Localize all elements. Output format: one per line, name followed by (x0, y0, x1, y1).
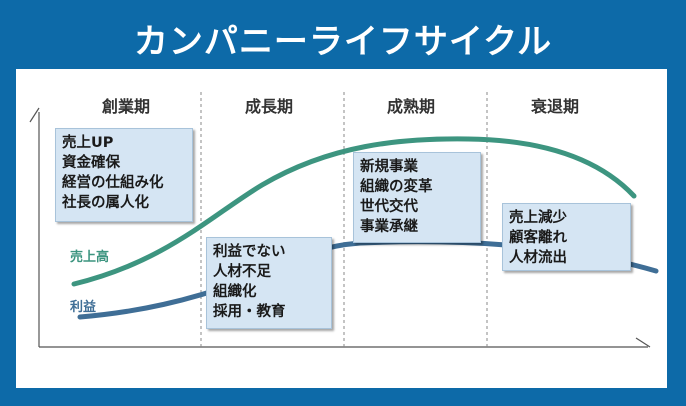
maturity-item: 新規事業 (360, 159, 418, 175)
maturity-item: 世代交代 (360, 199, 418, 215)
startup-item: 社長の属人化 (62, 195, 149, 211)
startup-item: 資金確保 (62, 155, 120, 171)
decline-box: 売上減少 顧客離れ 人材流出 (502, 203, 631, 271)
maturity-item: 事業承継 (360, 219, 418, 235)
startup-item: 経営の仕組み化 (62, 175, 164, 191)
growth-box: 利益でない 人材不足 組織化 採用・教育 (206, 237, 332, 329)
sales-label: 売上高 (70, 250, 110, 265)
y-axis-arrow (29, 107, 40, 123)
x-axis-arrow (635, 337, 651, 348)
decline-item: 顧客離れ (509, 230, 567, 246)
stage-decline: 衰退期 (530, 97, 579, 116)
growth-item: 組織化 (213, 284, 257, 300)
stage-startup: 創業期 (101, 97, 150, 116)
diagram-title: カンパニーライフサイクル (133, 22, 553, 62)
profit-label: 利益 (70, 300, 97, 315)
startup-item: 売上UP (62, 135, 114, 151)
stage-maturity: 成熟期 (386, 97, 435, 116)
growth-item: 採用・教育 (213, 304, 286, 320)
decline-item: 人材流出 (509, 250, 567, 266)
growth-item: 人材不足 (213, 264, 271, 280)
sales-curve (71, 136, 637, 287)
maturity-item: 組織の変革 (360, 179, 433, 195)
maturity-box: 新規事業 組織の変革 世代交代 事業承継 (353, 152, 481, 243)
stage-growth: 成長期 (244, 97, 293, 116)
growth-item: 利益でない (213, 244, 286, 260)
startup-box: 売上UP 資金確保 経営の仕組み化 社長の属人化 (55, 128, 193, 222)
decline-item: 売上減少 (509, 210, 567, 226)
